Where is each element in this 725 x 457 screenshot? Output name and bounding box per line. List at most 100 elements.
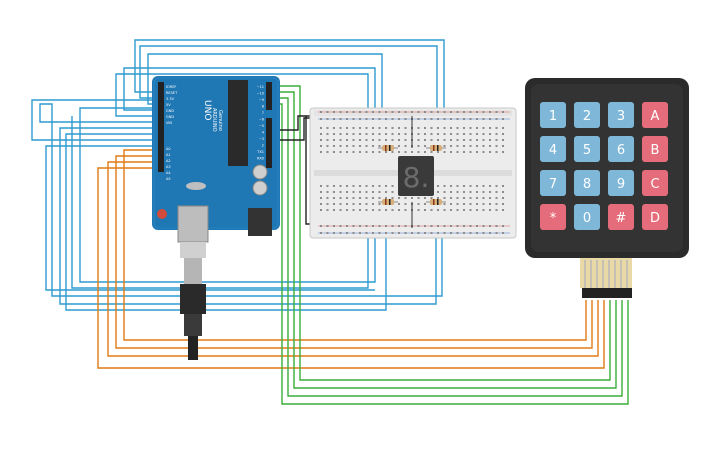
green-wires[interactable] xyxy=(270,85,629,405)
keypad-key-label: 7 xyxy=(549,177,557,192)
breadboard-hole xyxy=(339,203,342,205)
wire-blue-7[interactable] xyxy=(59,127,437,305)
wire-blue-5[interactable] xyxy=(71,73,369,289)
keypad-key-face[interactable] xyxy=(642,102,668,128)
power-jack[interactable] xyxy=(248,208,272,236)
keypad-key-face[interactable] xyxy=(642,136,668,162)
resistor-4[interactable] xyxy=(426,199,446,205)
resistor-2[interactable] xyxy=(426,145,446,151)
keypad-key-face[interactable] xyxy=(642,204,668,230)
keypad-key-face[interactable] xyxy=(574,170,600,196)
keypad-key-face[interactable] xyxy=(540,170,566,196)
breadboard-hole xyxy=(502,127,504,129)
wire-orange-3[interactable] xyxy=(107,161,599,357)
keypad-key-1[interactable]: 1 xyxy=(540,102,566,128)
breadboard-hole xyxy=(489,191,491,193)
breadboard-hole xyxy=(502,118,504,120)
keypad-key-face[interactable] xyxy=(574,136,600,162)
seven-segment-display[interactable]: 8. xyxy=(398,156,434,196)
wire-black-1[interactable] xyxy=(270,115,318,131)
usb-port[interactable] xyxy=(177,205,209,243)
keypad-connector[interactable] xyxy=(582,288,632,298)
keypad-key-label: 2 xyxy=(583,109,591,124)
breadboard-hole xyxy=(502,232,504,234)
keypad-key-B[interactable]: B xyxy=(642,136,668,162)
keypad-key-face[interactable] xyxy=(540,204,566,230)
breadboard-hole xyxy=(430,151,433,153)
breadboard-hole xyxy=(372,185,374,187)
breadboard-hole xyxy=(372,151,374,153)
wire-orange-1[interactable] xyxy=(123,149,587,341)
breadboard-hole xyxy=(398,225,400,227)
breadboard-hole xyxy=(437,209,439,211)
breadboard-hole xyxy=(372,203,374,205)
power-pin-label: VIN xyxy=(166,121,172,125)
breadboard-hole xyxy=(320,232,322,234)
keypad-key-A[interactable]: A xyxy=(642,102,668,128)
breadboard-hole xyxy=(333,225,335,227)
keypad-key-9[interactable]: 9 xyxy=(608,170,634,196)
keypad-key-0[interactable]: 0 xyxy=(574,204,600,230)
keypad-key-face[interactable] xyxy=(608,170,634,196)
breadboard-hole xyxy=(456,133,459,135)
keypad-key-face[interactable] xyxy=(608,204,634,230)
wire-orange-2[interactable] xyxy=(115,155,593,349)
keypad-key-6[interactable]: 6 xyxy=(608,136,634,162)
breadboard-hole xyxy=(346,111,348,113)
keypad-key-#[interactable]: # xyxy=(608,204,634,230)
breadboard-hole xyxy=(463,197,465,199)
keypad-key-*[interactable]: * xyxy=(540,204,566,230)
breadboard-hole xyxy=(476,111,478,113)
keypad-key-face[interactable] xyxy=(608,102,634,128)
resistor-1[interactable] xyxy=(378,145,398,151)
wire-blue-9[interactable] xyxy=(31,99,160,141)
wire-orange-4[interactable] xyxy=(97,167,605,369)
keypad-key-face[interactable] xyxy=(574,102,600,128)
resistors[interactable] xyxy=(378,116,446,228)
arduino-uno-board[interactable]: UNO ARDUINO Genuino ~11~10~987~6~54~32TX… xyxy=(152,76,280,243)
wire-green-3[interactable] xyxy=(270,97,623,397)
breadboard-hole xyxy=(352,111,355,113)
keypad-key-8[interactable]: 8 xyxy=(574,170,600,196)
keypad-key-7[interactable]: 7 xyxy=(540,170,566,196)
keypad-key-4[interactable]: 4 xyxy=(540,136,566,162)
keypad-key-face[interactable] xyxy=(574,204,600,230)
keypad-key-C[interactable]: C xyxy=(642,170,668,196)
breadboard-hole xyxy=(372,133,374,135)
breadboard-hole xyxy=(352,145,355,147)
keypad-key-face[interactable] xyxy=(540,136,566,162)
breadboard-hole xyxy=(404,127,407,129)
keypad-key-face[interactable] xyxy=(608,136,634,162)
breadboard-hole xyxy=(378,127,381,129)
breadboard-hole xyxy=(326,118,329,120)
keypad-key-D[interactable]: D xyxy=(642,204,668,230)
keypad-key-3[interactable]: 3 xyxy=(608,102,634,128)
blue-wires[interactable] xyxy=(31,39,445,311)
keypad-key-2[interactable]: 2 xyxy=(574,102,600,128)
breadboard-hole xyxy=(320,209,322,211)
keypad-key-label: D xyxy=(650,211,660,226)
resistor-3[interactable] xyxy=(378,199,398,205)
orange-wires[interactable] xyxy=(97,149,605,369)
breadboard-hole xyxy=(320,139,322,141)
breadboard-hole xyxy=(482,185,485,187)
wire-blue-10[interactable] xyxy=(45,145,375,291)
breadboard-hole xyxy=(502,133,504,135)
usb-cable[interactable] xyxy=(180,242,206,360)
breadboard-hole xyxy=(450,209,452,211)
breadboard-hole xyxy=(385,209,387,211)
breadboard-hole xyxy=(456,185,459,187)
keypad-key-face[interactable] xyxy=(642,170,668,196)
breadboard-hole xyxy=(430,209,433,211)
keypad-ribbon xyxy=(584,260,628,288)
keypad-key-5[interactable]: 5 xyxy=(574,136,600,162)
wire-green-2[interactable] xyxy=(270,91,617,389)
wire-green-1[interactable] xyxy=(270,85,611,381)
keypad-key-face[interactable] xyxy=(540,102,566,128)
breadboard-hole xyxy=(489,185,491,187)
reset-button[interactable] xyxy=(157,209,167,219)
